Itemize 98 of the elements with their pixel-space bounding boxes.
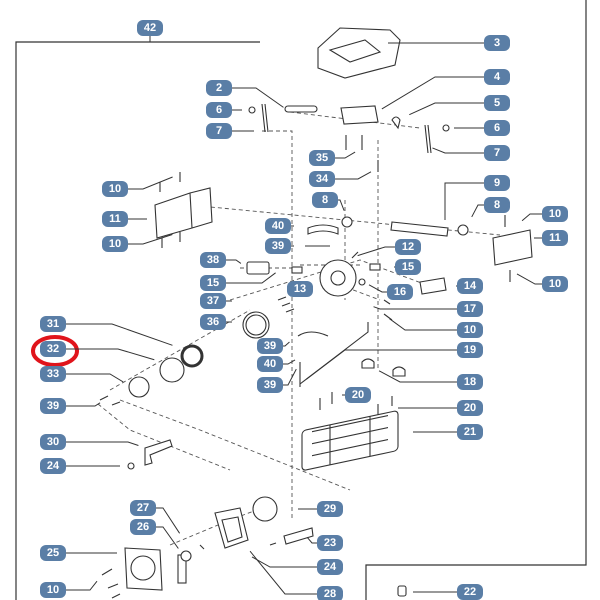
callout-number: 7 [484, 145, 510, 161]
leader-line [306, 536, 318, 544]
leader-line [334, 152, 356, 158]
callout-number: 27 [130, 500, 156, 516]
callout-number: 10 [40, 582, 66, 598]
callout-number: 6 [484, 120, 510, 136]
callout-number: 3 [484, 35, 510, 51]
callout-number: 29 [317, 501, 343, 517]
leader-line [226, 272, 276, 284]
callout-number: 11 [542, 230, 568, 246]
leader-line [373, 306, 458, 310]
callout-number: 39 [257, 377, 283, 393]
leader-line [444, 182, 484, 220]
callout-number: 32 [40, 341, 66, 357]
leader-line [408, 102, 484, 116]
callout-number: 21 [457, 424, 483, 440]
callout-number: 20 [457, 400, 483, 416]
leader-line [128, 176, 174, 190]
callout-number: 10 [102, 181, 128, 197]
callout-number: 30 [40, 434, 66, 450]
leader-line [66, 552, 118, 554]
callout-number: 10 [542, 276, 568, 292]
leader-line [232, 130, 254, 132]
callout-number: 11 [102, 211, 128, 227]
leader-line [357, 246, 396, 256]
leader-line [342, 394, 346, 396]
leader-line [471, 204, 484, 218]
leader-line [381, 76, 484, 110]
leader-line [66, 374, 124, 382]
callout-number: 22 [457, 584, 483, 600]
callout-number: 19 [457, 342, 483, 358]
leader-line [66, 580, 98, 590]
leader-line [226, 300, 232, 302]
leader-line [388, 318, 458, 330]
callout-number: 8 [484, 197, 510, 213]
leader-line [282, 359, 296, 364]
callout-number: 31 [40, 316, 66, 332]
callout-number: 24 [317, 559, 343, 575]
callout-number: 28 [317, 586, 343, 600]
callout-number: 15 [200, 275, 226, 291]
callout-number: 35 [309, 150, 335, 166]
callout-number: 8 [312, 192, 338, 208]
callout-number: 2 [206, 80, 232, 96]
callout-number: 5 [484, 95, 510, 111]
callout-number: 18 [457, 374, 483, 390]
leader-line [338, 200, 345, 212]
callout-number: 24 [40, 458, 66, 474]
leader-line [66, 402, 101, 406]
callout-number: 37 [200, 293, 226, 309]
leader-line [432, 147, 484, 154]
callout-number: 33 [40, 366, 66, 382]
leader-line [250, 550, 318, 594]
callout-number: 39 [265, 238, 291, 254]
leader-line [522, 214, 542, 222]
callout-number: 10 [102, 236, 128, 252]
callout-number: 42 [137, 20, 163, 36]
leader-line [232, 88, 284, 108]
callout-number: 39 [40, 398, 66, 414]
callout-number: 23 [317, 535, 343, 551]
leader-line [388, 42, 484, 44]
callout-number: 15 [395, 259, 421, 275]
callout-number: 34 [309, 171, 335, 187]
callout-number: 17 [457, 301, 483, 317]
callout-number: 12 [395, 239, 421, 255]
callout-number: 14 [457, 278, 483, 294]
callout-number: 16 [387, 284, 413, 300]
leader-line [66, 324, 173, 346]
leader-line [378, 370, 458, 382]
leader-line [128, 218, 148, 220]
callout-number: 25 [40, 545, 66, 561]
callout-number: 4 [484, 69, 510, 85]
leader-line [66, 442, 139, 446]
callout-number: 6 [206, 102, 232, 118]
callout-number: 10 [457, 322, 483, 338]
callout-number: 7 [206, 123, 232, 139]
callout-number: 39 [257, 338, 283, 354]
leader-line [282, 341, 290, 346]
leader-line [156, 508, 180, 534]
leader-line [282, 368, 297, 386]
callout-number: 38 [200, 252, 226, 268]
leader-line [251, 556, 318, 568]
leader-line [368, 284, 388, 292]
leader-line [128, 234, 173, 244]
callout-number: 40 [265, 218, 291, 234]
leader-line [226, 260, 242, 264]
callout-number: 10 [542, 206, 568, 222]
leader-line [334, 171, 372, 180]
callout-number: 40 [257, 356, 283, 372]
callout-number: 20 [345, 387, 371, 403]
callout-number: 36 [200, 314, 226, 330]
callout-number: 13 [287, 281, 313, 297]
leader-line [156, 526, 179, 549]
callout-number: 9 [484, 175, 510, 191]
leader-line [66, 348, 155, 360]
leader-line [306, 350, 458, 380]
callout-number: 26 [130, 519, 156, 535]
leader-line [516, 273, 542, 284]
leader-line [298, 508, 318, 510]
